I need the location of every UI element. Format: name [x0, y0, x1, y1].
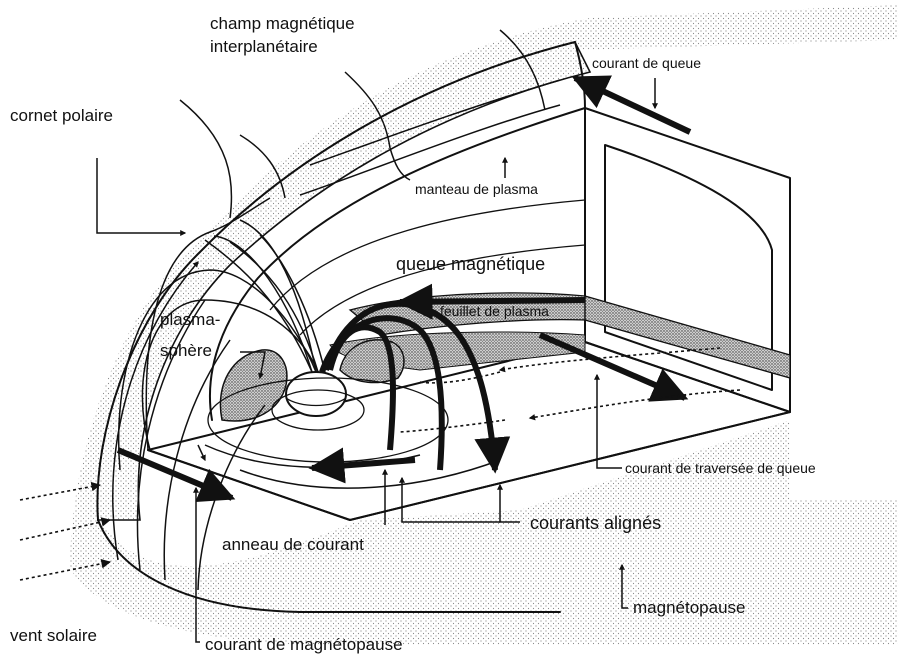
cusp-label: cornet polaire	[10, 106, 113, 125]
imf-label: champ magnétique	[210, 14, 355, 33]
field-aligned-label: courants alignés	[530, 513, 661, 533]
mantle-label: manteau de plasma	[415, 181, 538, 197]
magnetopause-label: magnétopause	[633, 598, 745, 617]
mp-current-label: courant de magnétopause	[205, 635, 403, 654]
cusp-leader	[97, 158, 185, 233]
tail-current-label: courant de queue	[592, 55, 701, 71]
plasmasphere-label-2: sphère	[160, 341, 212, 360]
magnetotail-label: queue magnétique	[396, 254, 545, 274]
solar-wind-label: vent solaire	[10, 626, 97, 645]
imf-label-2: interplanétaire	[210, 37, 318, 56]
plasmasphere-label-1: plasma-	[160, 310, 220, 329]
ring-current-label: anneau de courant	[222, 535, 364, 554]
plasma-sheet-arrow	[400, 300, 585, 302]
cross-tail-label: courant de traversée de queue	[625, 460, 816, 476]
imf-line	[180, 100, 232, 218]
plasma-sheet-label: feuillet de plasma	[440, 303, 549, 319]
